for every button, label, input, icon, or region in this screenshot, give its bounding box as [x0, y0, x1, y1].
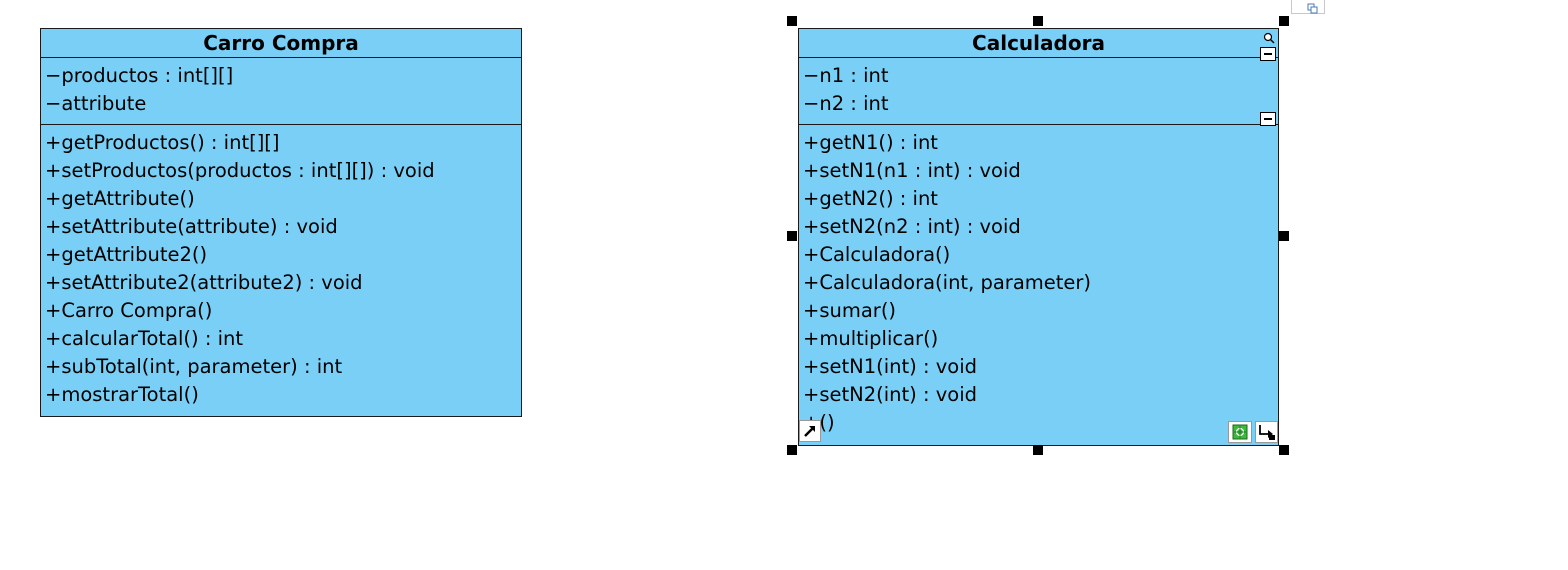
class-name[interactable]: Carro Compra [41, 29, 521, 58]
collapse-operations-icon[interactable] [1260, 112, 1276, 126]
resize-handle-bottom-right[interactable] [1279, 445, 1289, 455]
operation-item[interactable]: +setProductos(productos : int[][]) : voi… [45, 159, 435, 182]
attribute-item[interactable]: −n1 : int [803, 64, 889, 87]
operation-item[interactable]: +mostrarTotal() [45, 383, 199, 406]
resize-handle-top[interactable] [1033, 16, 1043, 26]
operations-compartment[interactable]: +getN1() : int +setN1(n1 : int) : void +… [799, 125, 1278, 443]
class-calculadora[interactable]: Calculadora −n1 : int −n2 : int +getN1()… [798, 28, 1279, 446]
operation-item[interactable]: +getN2() : int [803, 187, 938, 210]
operation-item[interactable]: +Carro Compra() [45, 299, 213, 322]
search-icon[interactable] [1263, 29, 1275, 44]
operation-item[interactable]: +setN1(n1 : int) : void [803, 159, 1021, 182]
operation-item[interactable]: +multiplicar() [803, 327, 939, 350]
operation-item[interactable]: +Calculadora(int, parameter) [803, 271, 1092, 294]
operation-item[interactable]: +getAttribute2() [45, 243, 208, 266]
resize-handle-bottom[interactable] [1033, 445, 1043, 455]
operation-item[interactable]: +sumar() [803, 299, 897, 322]
operation-item[interactable]: +setN2(int) : void [803, 383, 978, 406]
connector-icon[interactable] [1255, 421, 1278, 443]
resize-handle-bottom-left[interactable] [787, 445, 797, 455]
operation-item[interactable]: +getProductos() : int[][] [45, 131, 280, 154]
collapse-attributes-icon[interactable] [1260, 47, 1276, 61]
add-icon[interactable] [1228, 421, 1252, 443]
overview-icon[interactable] [1291, 0, 1325, 14]
operation-item[interactable]: +getAttribute() [45, 187, 195, 210]
attribute-item[interactable]: −productos : int[][] [45, 64, 234, 87]
class-name[interactable]: Calculadora [799, 29, 1278, 58]
operation-item[interactable]: +getN1() : int [803, 131, 938, 154]
operation-item[interactable]: +setN2(n2 : int) : void [803, 215, 1021, 238]
operation-item[interactable]: +setAttribute(attribute) : void [45, 215, 338, 238]
resize-arrow-icon[interactable] [799, 420, 821, 442]
operation-item[interactable]: +() [803, 409, 1278, 437]
resize-handle-left[interactable] [787, 231, 797, 241]
attribute-item[interactable]: −attribute [45, 92, 147, 115]
resize-handle-right[interactable] [1279, 231, 1289, 241]
operation-item[interactable]: +subTotal(int, parameter) : int [45, 355, 343, 378]
resize-handle-top-right[interactable] [1279, 16, 1289, 26]
operation-item[interactable]: +calcularTotal() : int [45, 327, 244, 350]
resize-handle-top-left[interactable] [787, 16, 797, 26]
operations-compartment[interactable]: +getProductos() : int[][] +setProductos(… [41, 125, 521, 415]
operation-item[interactable]: +Calculadora() [803, 243, 951, 266]
operation-item[interactable]: +setN1(int) : void [803, 355, 978, 378]
operation-item[interactable]: +setAttribute2(attribute2) : void [45, 271, 363, 294]
attributes-compartment[interactable]: −productos : int[][] −attribute [41, 58, 521, 125]
attribute-item[interactable]: −n2 : int [803, 92, 889, 115]
class-carro-compra[interactable]: Carro Compra −productos : int[][] −attri… [40, 28, 522, 417]
attributes-compartment[interactable]: −n1 : int −n2 : int [799, 58, 1278, 125]
